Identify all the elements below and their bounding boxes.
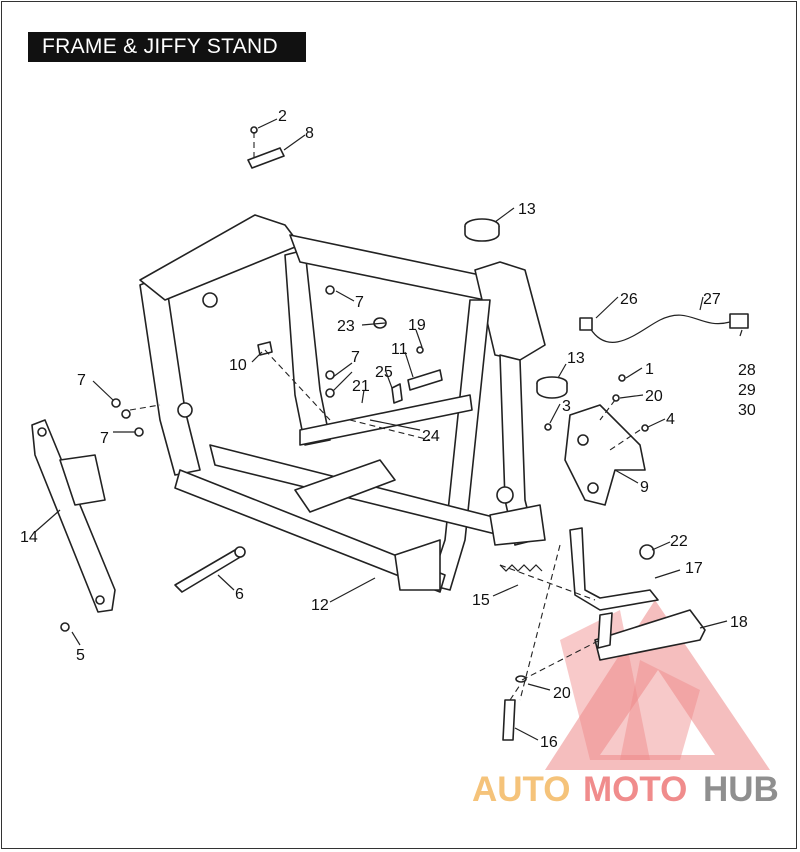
callout-28: 28: [738, 362, 756, 379]
jiffy-stand-part: [569, 527, 706, 661]
callout-9: 9: [640, 479, 649, 496]
main-frame: [139, 214, 546, 593]
callout-12: 12: [311, 597, 329, 614]
bearing-cup-lower-part: [536, 376, 568, 399]
callout-3: 3: [562, 398, 571, 415]
jiffy-stand-bracket-part: [564, 404, 646, 506]
callout-24: 24: [422, 428, 440, 445]
callout-7-mid: 7: [351, 349, 360, 366]
callout-29: 29: [738, 382, 756, 399]
callout-30: 30: [738, 402, 756, 419]
spring-part: [499, 564, 543, 572]
diagram-title: FRAME & JIFFY STAND: [28, 32, 306, 62]
cable-strap-part: [174, 546, 246, 593]
leader-lines: [34, 118, 743, 741]
callout-17: 17: [685, 560, 703, 577]
pivot-pin-part: [502, 675, 527, 741]
callout-23: 23: [337, 318, 355, 335]
frame-cover-part: [31, 419, 116, 613]
watermark-auto: AUTO: [472, 770, 571, 809]
callout-14: 14: [20, 529, 38, 546]
assembly-guide-lines: [129, 132, 641, 701]
callout-22: 22: [670, 533, 688, 550]
callout-1: 1: [645, 361, 654, 378]
callout-8: 8: [305, 125, 314, 142]
callout-13-lower: 13: [567, 350, 585, 367]
callout-27: 27: [703, 291, 721, 308]
callout-7-left-lower: 7: [100, 430, 109, 447]
callout-4: 4: [666, 411, 675, 428]
hardware-parts: [60, 285, 655, 632]
callout-5: 5: [76, 647, 85, 664]
callout-20-lower: 20: [553, 685, 571, 702]
watermark-text: AUTO MOTO HUB: [472, 770, 779, 809]
callout-2: 2: [278, 108, 287, 125]
watermark-hub: HUB: [703, 770, 779, 809]
callout-18: 18: [730, 614, 748, 631]
callout-21: 21: [352, 378, 370, 395]
bearing-cup-upper-part: [464, 218, 500, 242]
callout-10: 10: [229, 357, 247, 374]
callout-7-left-upper: 7: [77, 372, 86, 389]
callout-26: 26: [620, 291, 638, 308]
watermark-moto: MOTO: [583, 770, 687, 809]
callout-16: 16: [540, 734, 558, 751]
sensor-harness-part: [579, 313, 749, 343]
callout-20-upper: 20: [645, 388, 663, 405]
callout-13-upper: 13: [518, 201, 536, 218]
callout-6: 6: [235, 586, 244, 603]
callout-11: 11: [391, 341, 408, 358]
callout-7-upper: 7: [355, 294, 364, 311]
callout-25: 25: [375, 364, 393, 381]
callouts: 2 8 13 7 23 19 26 27 28 29 30 10 11 7 21…: [20, 108, 756, 751]
callout-19: 19: [408, 317, 426, 334]
clip-part: [247, 147, 285, 169]
callout-15: 15: [472, 592, 490, 609]
